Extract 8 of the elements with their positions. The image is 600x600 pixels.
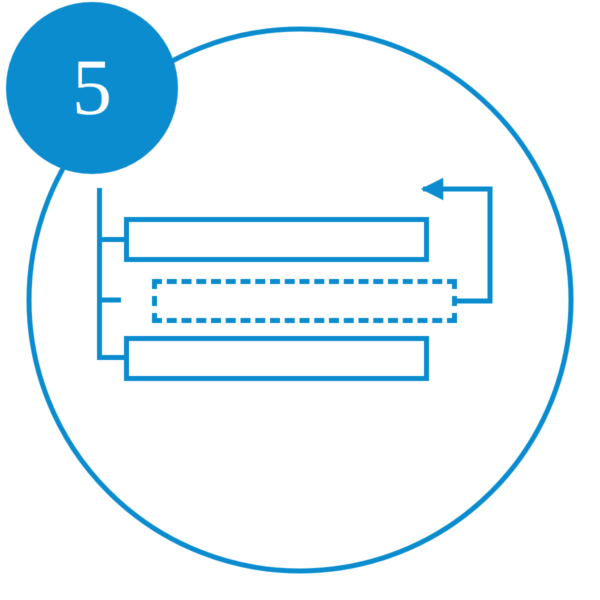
connector-line: [102, 298, 121, 302]
step-number: 5: [72, 48, 112, 128]
dashed-bar: [152, 279, 457, 323]
arrow: [420, 178, 492, 304]
connector-line: [102, 237, 124, 242]
bar: [124, 217, 429, 262]
bar: [124, 336, 429, 381]
connector-line: [102, 355, 124, 360]
